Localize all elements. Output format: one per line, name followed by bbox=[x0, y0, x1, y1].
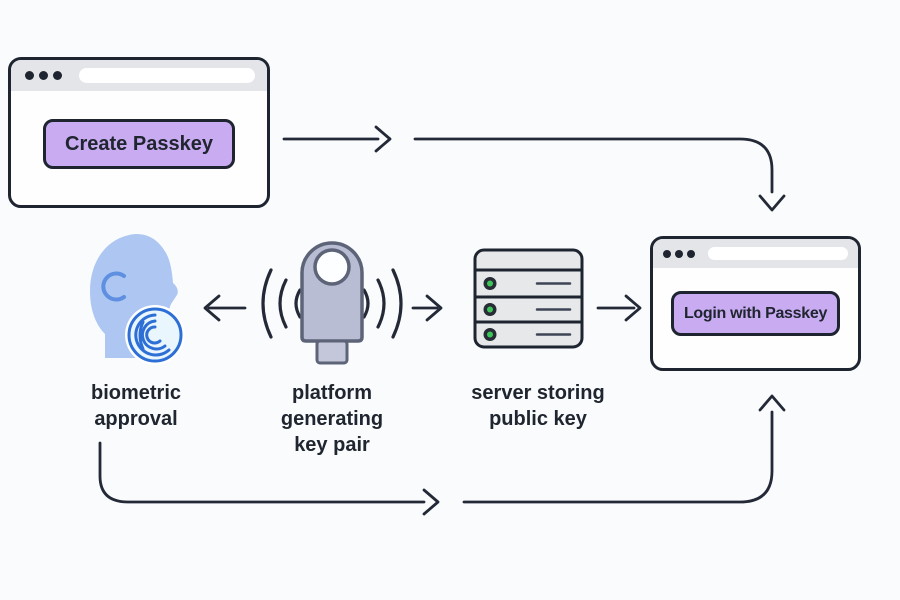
biometric-approval-label: biometric approval bbox=[90, 382, 182, 430]
create-passkey-button[interactable]: Create Passkey bbox=[43, 119, 235, 169]
server-rack-icon bbox=[473, 248, 584, 349]
window-dots-icon bbox=[663, 249, 699, 258]
window-titlebar bbox=[11, 60, 267, 91]
usb-connector bbox=[315, 339, 349, 365]
arrow-biometric-bottom bbox=[98, 441, 440, 516]
ear-line bbox=[101, 271, 126, 302]
browser-window-login: Login with Passkey bbox=[650, 236, 861, 371]
window-dots-icon bbox=[25, 71, 67, 80]
security-key-icon bbox=[300, 241, 364, 365]
key-hole bbox=[313, 248, 351, 286]
arrow-server-to-login bbox=[596, 294, 642, 322]
address-bar bbox=[79, 68, 255, 83]
server-slots bbox=[535, 282, 572, 336]
arrow-bottom-to-login-window bbox=[462, 394, 786, 504]
arrow-key-to-biometric bbox=[203, 294, 247, 322]
arrow-top-to-login-window bbox=[413, 137, 786, 212]
server-public-key-label: server storing public key bbox=[471, 382, 605, 430]
window-titlebar bbox=[653, 239, 858, 268]
server-leds bbox=[483, 277, 497, 341]
browser-window-create: Create Passkey bbox=[8, 57, 270, 208]
login-with-passkey-button[interactable]: Login with Passkey bbox=[671, 291, 840, 336]
fingerprint-icon bbox=[125, 305, 185, 365]
arrow-key-to-server bbox=[411, 294, 443, 322]
platform-key-pair-label: platform generating key pair bbox=[280, 382, 384, 456]
address-bar bbox=[708, 247, 848, 260]
arrow-create-passkey-right bbox=[282, 125, 392, 153]
signal-waves-icon bbox=[261, 268, 403, 339]
